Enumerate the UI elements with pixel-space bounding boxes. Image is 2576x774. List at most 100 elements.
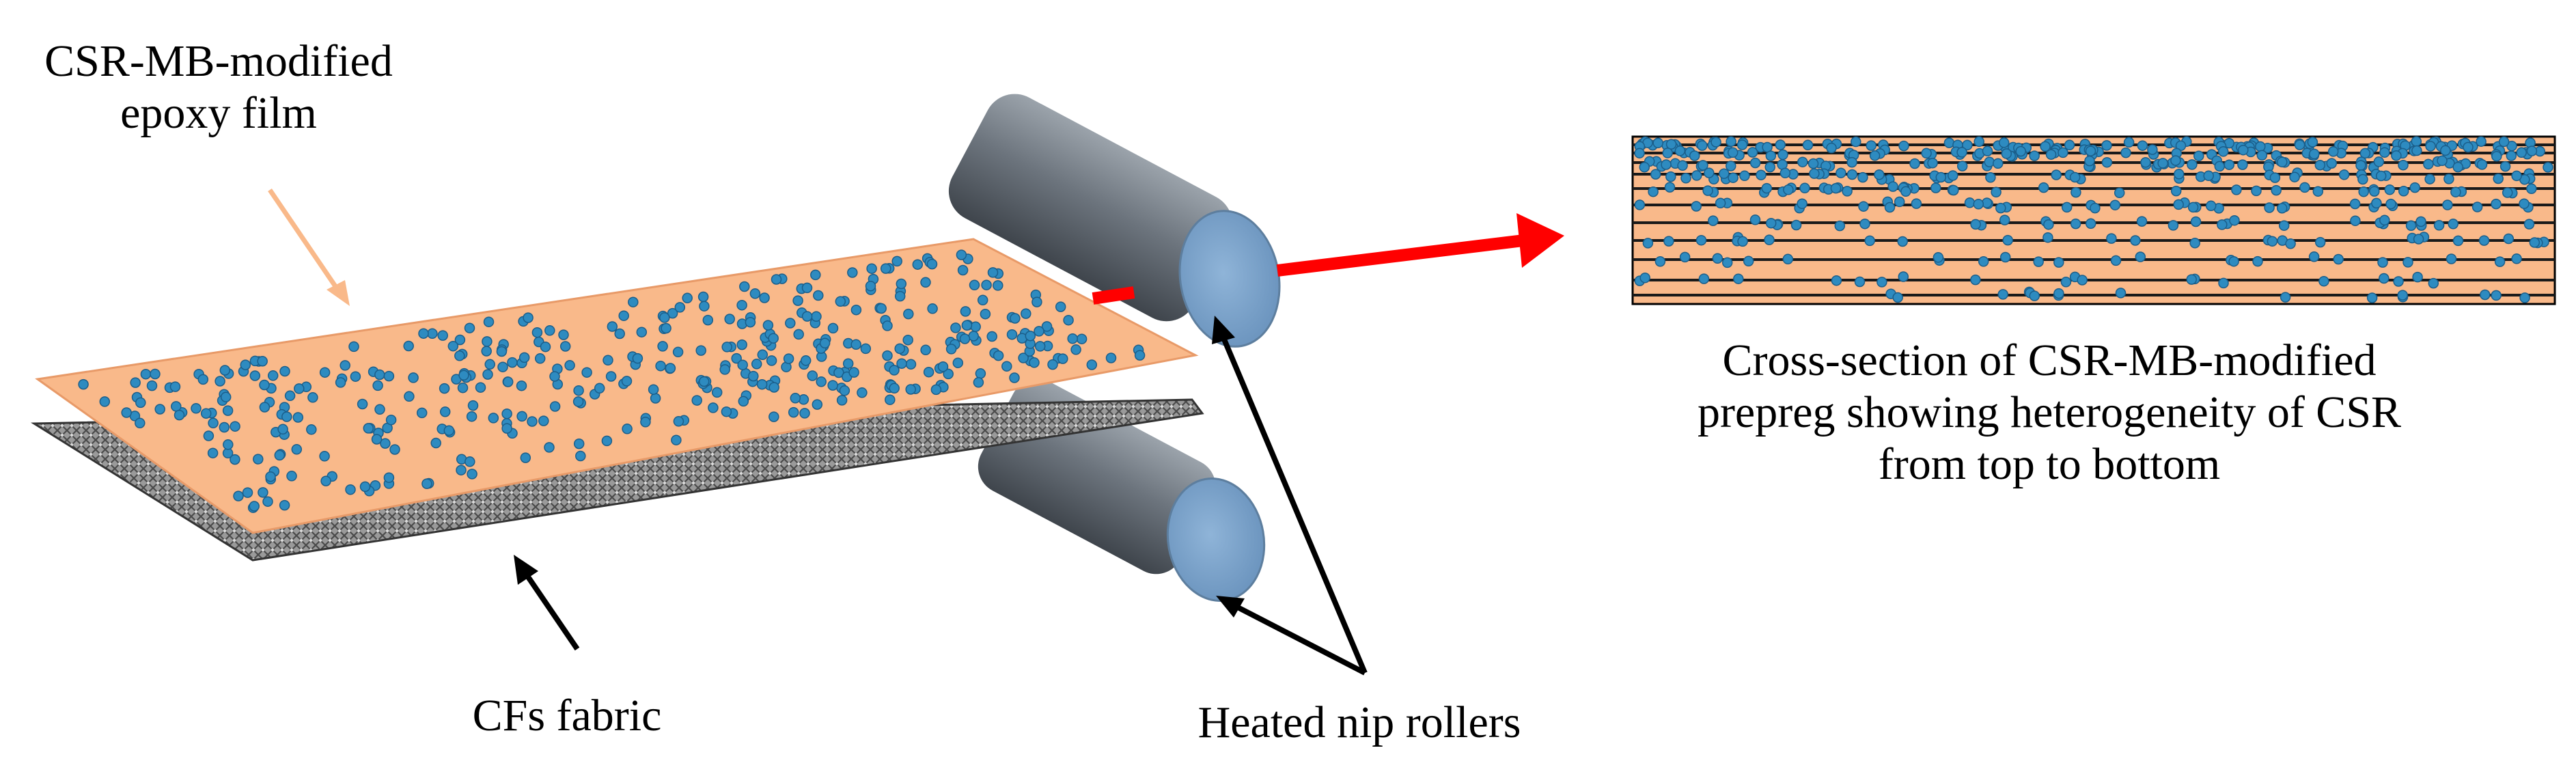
csr-particle <box>636 327 648 337</box>
csr-particle <box>682 292 693 304</box>
csr-particle <box>2069 171 2081 183</box>
csr-particle <box>573 438 585 450</box>
csr-particle <box>594 383 605 394</box>
csr-particle <box>648 384 659 395</box>
csr-particle <box>903 308 914 320</box>
csr-particle <box>467 469 477 480</box>
csr-particle <box>207 447 219 458</box>
csr-particle <box>2506 150 2517 161</box>
csr-particle <box>257 356 268 367</box>
csr-particle <box>1761 182 1773 194</box>
csr-particle <box>1777 149 1788 161</box>
cross-section-csr-particles <box>1634 136 2553 303</box>
csr-particle <box>969 279 980 291</box>
csr-particle <box>549 371 560 382</box>
csr-particle <box>2476 159 2488 170</box>
csr-particle <box>975 368 986 379</box>
csr-particle <box>2428 277 2439 289</box>
csr-particle <box>340 360 350 371</box>
csr-particle <box>2440 145 2451 156</box>
csr-particle <box>383 370 395 382</box>
csr-particle <box>950 322 961 333</box>
csr-particle <box>1985 172 1996 183</box>
csr-particle <box>2411 136 2422 147</box>
csr-particle <box>1830 182 1842 194</box>
csr-particle <box>1765 217 1777 229</box>
csr-particle <box>756 378 768 390</box>
csr-particle <box>2064 139 2075 151</box>
csr-particle <box>2205 200 2217 212</box>
csr-particle <box>538 415 549 426</box>
csr-particle <box>2053 288 2064 299</box>
csr-particle <box>2511 253 2522 264</box>
csr-particle <box>371 434 383 445</box>
csr-particle <box>233 490 244 501</box>
csr-particle <box>1999 215 2010 225</box>
csr-particle <box>169 381 181 392</box>
csr-particle <box>889 365 900 376</box>
csr-particle <box>807 370 818 381</box>
csr-particle <box>2350 215 2361 226</box>
csr-particle <box>628 296 639 307</box>
csr-particle <box>970 321 981 333</box>
csr-particle <box>937 361 949 372</box>
csr-particle <box>2494 256 2506 267</box>
csr-particle <box>279 365 290 377</box>
csr-particle <box>665 363 676 374</box>
csr-particle <box>1991 186 2002 198</box>
csr-particle <box>2448 219 2459 230</box>
csr-particle <box>1664 182 1676 193</box>
csr-particle <box>695 345 706 356</box>
csr-particle <box>1105 353 1117 363</box>
csr-particle <box>1765 150 1777 161</box>
csr-particle <box>575 450 586 462</box>
csr-particle <box>1648 186 1659 197</box>
csr-particle <box>857 387 868 398</box>
csr-particle <box>708 402 719 413</box>
csr-particle <box>1799 182 1810 194</box>
csr-particle <box>501 423 512 434</box>
csr-particle <box>2186 274 2197 285</box>
csr-particle <box>889 383 900 394</box>
csr-particle <box>408 372 419 383</box>
csr-particle <box>2224 159 2235 170</box>
csr-particle <box>959 333 971 344</box>
csr-particle <box>2040 141 2051 152</box>
csr-particle <box>1691 201 1702 212</box>
csr-particle <box>427 328 438 340</box>
cross-caption-line3: from top to bottom <box>1878 439 2221 489</box>
csr-particle <box>219 365 231 376</box>
csr-particle <box>2393 276 2404 287</box>
csr-particle <box>721 406 732 417</box>
csr-particle <box>572 396 584 407</box>
csr-particle <box>1756 169 1767 180</box>
csr-particle <box>1797 156 1808 167</box>
csr-particle <box>768 333 779 344</box>
csr-particle <box>792 295 803 306</box>
csr-particle <box>1826 142 1837 154</box>
csr-particle <box>421 478 432 489</box>
csr-particle <box>2523 219 2535 230</box>
csr-particle <box>2385 198 2396 210</box>
csr-particle <box>2379 273 2390 284</box>
csr-particle <box>374 369 385 381</box>
csr-particle <box>437 330 448 341</box>
csr-particle <box>2526 183 2537 195</box>
csr-particle <box>1892 292 1903 303</box>
csr-particle <box>2168 220 2179 231</box>
csr-particle <box>154 404 165 415</box>
csr-particle <box>2123 137 2135 148</box>
csr-particle <box>2187 202 2199 213</box>
csr-particle <box>1802 139 1814 151</box>
csr-particle <box>1933 252 1944 263</box>
csr-particle <box>2452 161 2463 173</box>
csr-particle <box>573 385 584 396</box>
csr-particle <box>2375 170 2387 182</box>
csr-particle <box>2491 290 2502 301</box>
csr-particle <box>1662 148 1673 158</box>
csr-particle <box>443 425 455 437</box>
csr-particle <box>2137 140 2148 151</box>
csr-particle <box>284 390 296 402</box>
csr-particle <box>790 393 801 404</box>
csr-particle <box>739 281 750 292</box>
